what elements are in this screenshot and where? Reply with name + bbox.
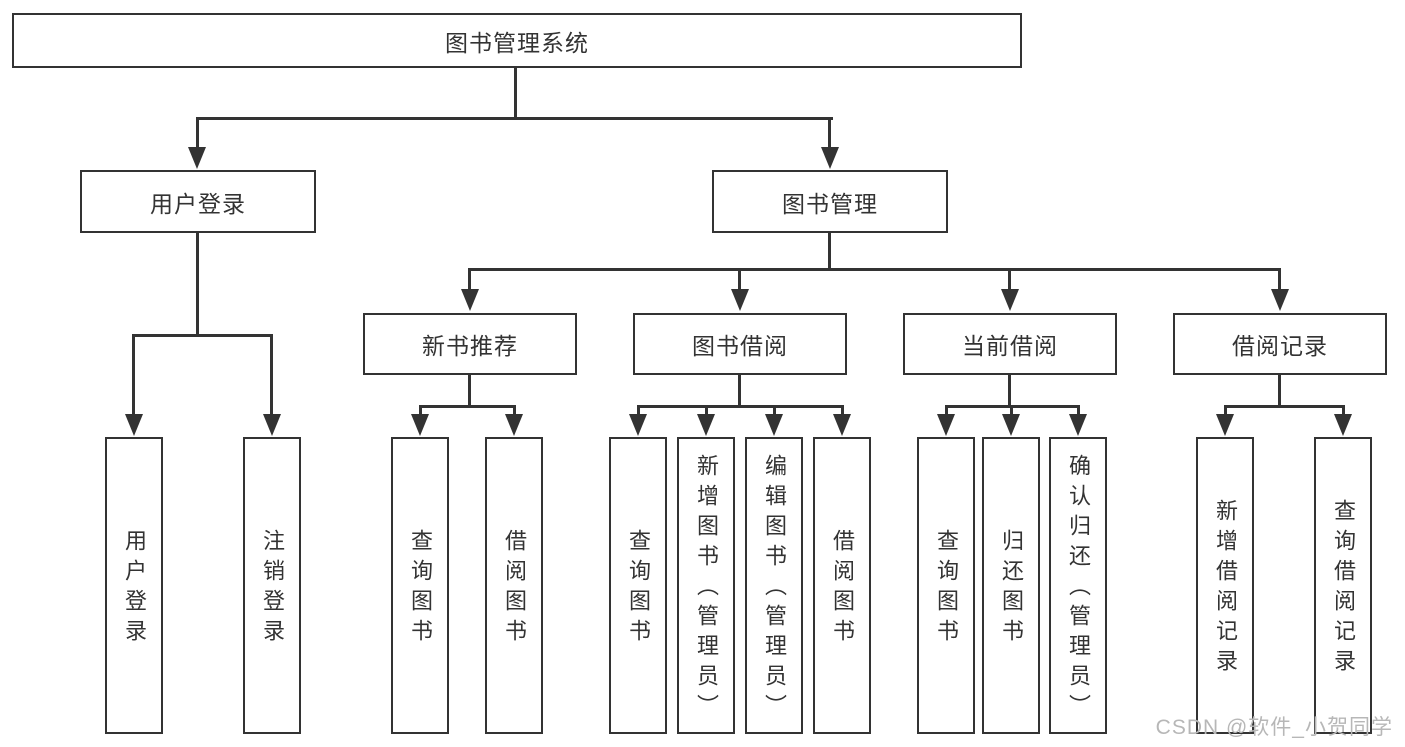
connector-line	[828, 119, 831, 151]
connector-line	[270, 336, 273, 418]
arrowhead-down-icon	[629, 414, 647, 436]
arrowhead-down-icon	[697, 414, 715, 436]
connector-line	[468, 270, 471, 292]
leaf-bb-edit-books-admin: 编辑图书（管理员）	[745, 437, 803, 734]
arrowhead-down-icon	[821, 147, 839, 169]
node-current-borrow: 当前借阅	[903, 313, 1117, 375]
connector-line	[1342, 407, 1345, 417]
leaf-cb-return-books: 归还图书	[982, 437, 1040, 734]
connector-line	[705, 407, 708, 417]
leaf-nbr-borrow-books: 借阅图书	[485, 437, 543, 734]
connector-line	[637, 405, 844, 408]
node-user-login: 用户登录	[80, 170, 316, 233]
arrowhead-down-icon	[1271, 289, 1289, 311]
connector-line	[1008, 270, 1011, 292]
connector-line	[468, 268, 1281, 271]
connector-line	[945, 405, 1080, 408]
connector-line	[738, 375, 741, 407]
leaf-br-add-borrow-record: 新增借阅记录	[1196, 437, 1254, 734]
connector-line	[196, 233, 199, 336]
leaf-bb-borrow-books: 借阅图书	[813, 437, 871, 734]
leaf-user-login: 用户登录	[105, 437, 163, 734]
arrowhead-down-icon	[188, 147, 206, 169]
arrowhead-down-icon	[833, 414, 851, 436]
arrowhead-down-icon	[461, 289, 479, 311]
arrowhead-down-icon	[1002, 414, 1020, 436]
connector-line	[1278, 270, 1281, 292]
connector-line	[1224, 405, 1345, 408]
node-book-management: 图书管理	[712, 170, 948, 233]
arrowhead-down-icon	[731, 289, 749, 311]
leaf-nbr-query-books: 查询图书	[391, 437, 449, 734]
node-library-management-system: 图书管理系统	[12, 13, 1022, 68]
connector-line	[513, 407, 516, 417]
leaf-br-query-borrow-record: 查询借阅记录	[1314, 437, 1372, 734]
connector-line	[196, 119, 199, 151]
connector-line	[945, 407, 948, 417]
arrowhead-down-icon	[1001, 289, 1019, 311]
connector-line	[514, 68, 517, 118]
arrowhead-down-icon	[125, 414, 143, 436]
csdn-watermark: CSDN @软件_小贺同学	[1155, 716, 1393, 739]
connector-line	[1010, 407, 1013, 417]
leaf-bb-add-books-admin: 新增图书（管理员）	[677, 437, 735, 734]
node-book-borrow: 图书借阅	[633, 313, 847, 375]
connector-line	[1224, 407, 1227, 417]
arrowhead-down-icon	[937, 414, 955, 436]
connector-line	[1077, 407, 1080, 417]
arrowhead-down-icon	[1334, 414, 1352, 436]
connector-line	[419, 405, 516, 408]
node-borrow-records: 借阅记录	[1173, 313, 1387, 375]
connector-line	[468, 375, 471, 407]
leaf-cb-query-books: 查询图书	[917, 437, 975, 734]
connector-line	[419, 407, 422, 417]
connector-line	[637, 407, 640, 417]
arrowhead-down-icon	[1069, 414, 1087, 436]
leaf-cb-confirm-return-admin: 确认归还（管理员）	[1049, 437, 1107, 734]
arrowhead-down-icon	[765, 414, 783, 436]
connector-line	[828, 233, 831, 270]
connector-line	[132, 334, 273, 337]
arrowhead-down-icon	[505, 414, 523, 436]
node-new-book-recommend: 新书推荐	[363, 313, 577, 375]
arrowhead-down-icon	[263, 414, 281, 436]
arrowhead-down-icon	[1216, 414, 1234, 436]
leaf-logout: 注销登录	[243, 437, 301, 734]
connector-line	[1278, 375, 1281, 407]
connector-line	[738, 270, 741, 292]
leaf-bb-query-books: 查询图书	[609, 437, 667, 734]
connector-line	[132, 336, 135, 418]
arrowhead-down-icon	[411, 414, 429, 436]
connector-line	[196, 117, 833, 120]
connector-line	[841, 407, 844, 417]
connector-line	[1008, 375, 1011, 407]
connector-line	[773, 407, 776, 417]
